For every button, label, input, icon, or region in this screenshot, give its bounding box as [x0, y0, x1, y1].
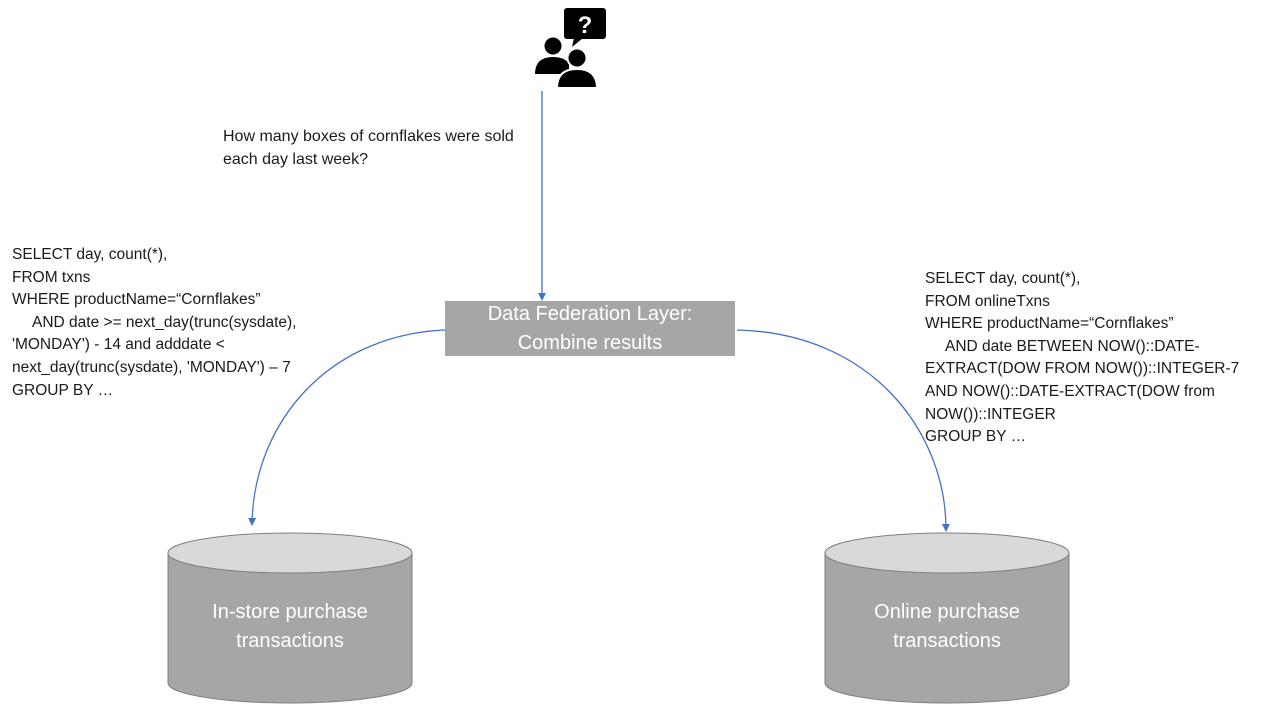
db-label-line: In-store purchase: [212, 601, 368, 623]
question-line-1: How many boxes of cornflakes were sold: [223, 128, 514, 145]
sql-line: WHERE productName=“Cornflakes”: [12, 291, 261, 309]
left-curve-arrow: [248, 329, 446, 526]
right-curve-arrow: [736, 329, 950, 532]
db-label-line: transactions: [893, 630, 1001, 652]
question-text: How many boxes of cornflakes were sold e…: [223, 125, 553, 171]
sql-line: AND date >= next_day(trunc(sysdate),: [32, 313, 297, 331]
data-federation-layer-box: Data Federation Layer: Combine results: [445, 301, 735, 356]
sql-line: WHERE productName=“Cornflakes”: [925, 315, 1174, 333]
federation-title: Data Federation Layer:: [487, 302, 693, 325]
sql-line: GROUP BY …: [12, 381, 114, 399]
sql-line: AND date BETWEEN NOW()::DATE-: [945, 337, 1200, 355]
sql-line: EXTRACT(DOW FROM NOW())::INTEGER-7: [925, 360, 1240, 378]
sql-line: GROUP BY …: [925, 428, 1027, 446]
db-label-line: Online purchase: [874, 601, 1020, 623]
in-store-sql-query: SELECT day, count(*), FROM txns WHERE pr…: [12, 244, 297, 402]
users-question-icon: ?: [535, 8, 606, 89]
sql-line: SELECT day, count(*),: [12, 246, 168, 263]
online-sql-query: SELECT day, count(*), FROM onlineTxns WH…: [925, 268, 1239, 449]
online-database-label: Online purchase transactions: [825, 598, 1069, 656]
sql-line: NOW())::INTEGER: [925, 405, 1056, 423]
svg-text:?: ?: [578, 12, 593, 39]
sql-line: FROM onlineTxns: [925, 292, 1050, 310]
federation-subtitle: Combine results: [517, 331, 663, 354]
sql-line: FROM txns: [12, 268, 91, 286]
online-database-cylinder: [824, 532, 1070, 704]
sql-line: next_day(trunc(sysdate), 'MONDAY') – 7: [12, 358, 291, 376]
in-store-database-label: In-store purchase transactions: [168, 598, 412, 656]
sql-line: 'MONDAY') - 14 and adddate <: [12, 336, 225, 354]
sql-line: SELECT day, count(*),: [925, 270, 1081, 287]
sql-line: AND NOW()::DATE-EXTRACT(DOW from: [925, 382, 1215, 400]
db-label-line: transactions: [236, 630, 344, 652]
in-store-database-cylinder: [167, 532, 413, 704]
question-line-2: each day last week?: [223, 151, 368, 168]
